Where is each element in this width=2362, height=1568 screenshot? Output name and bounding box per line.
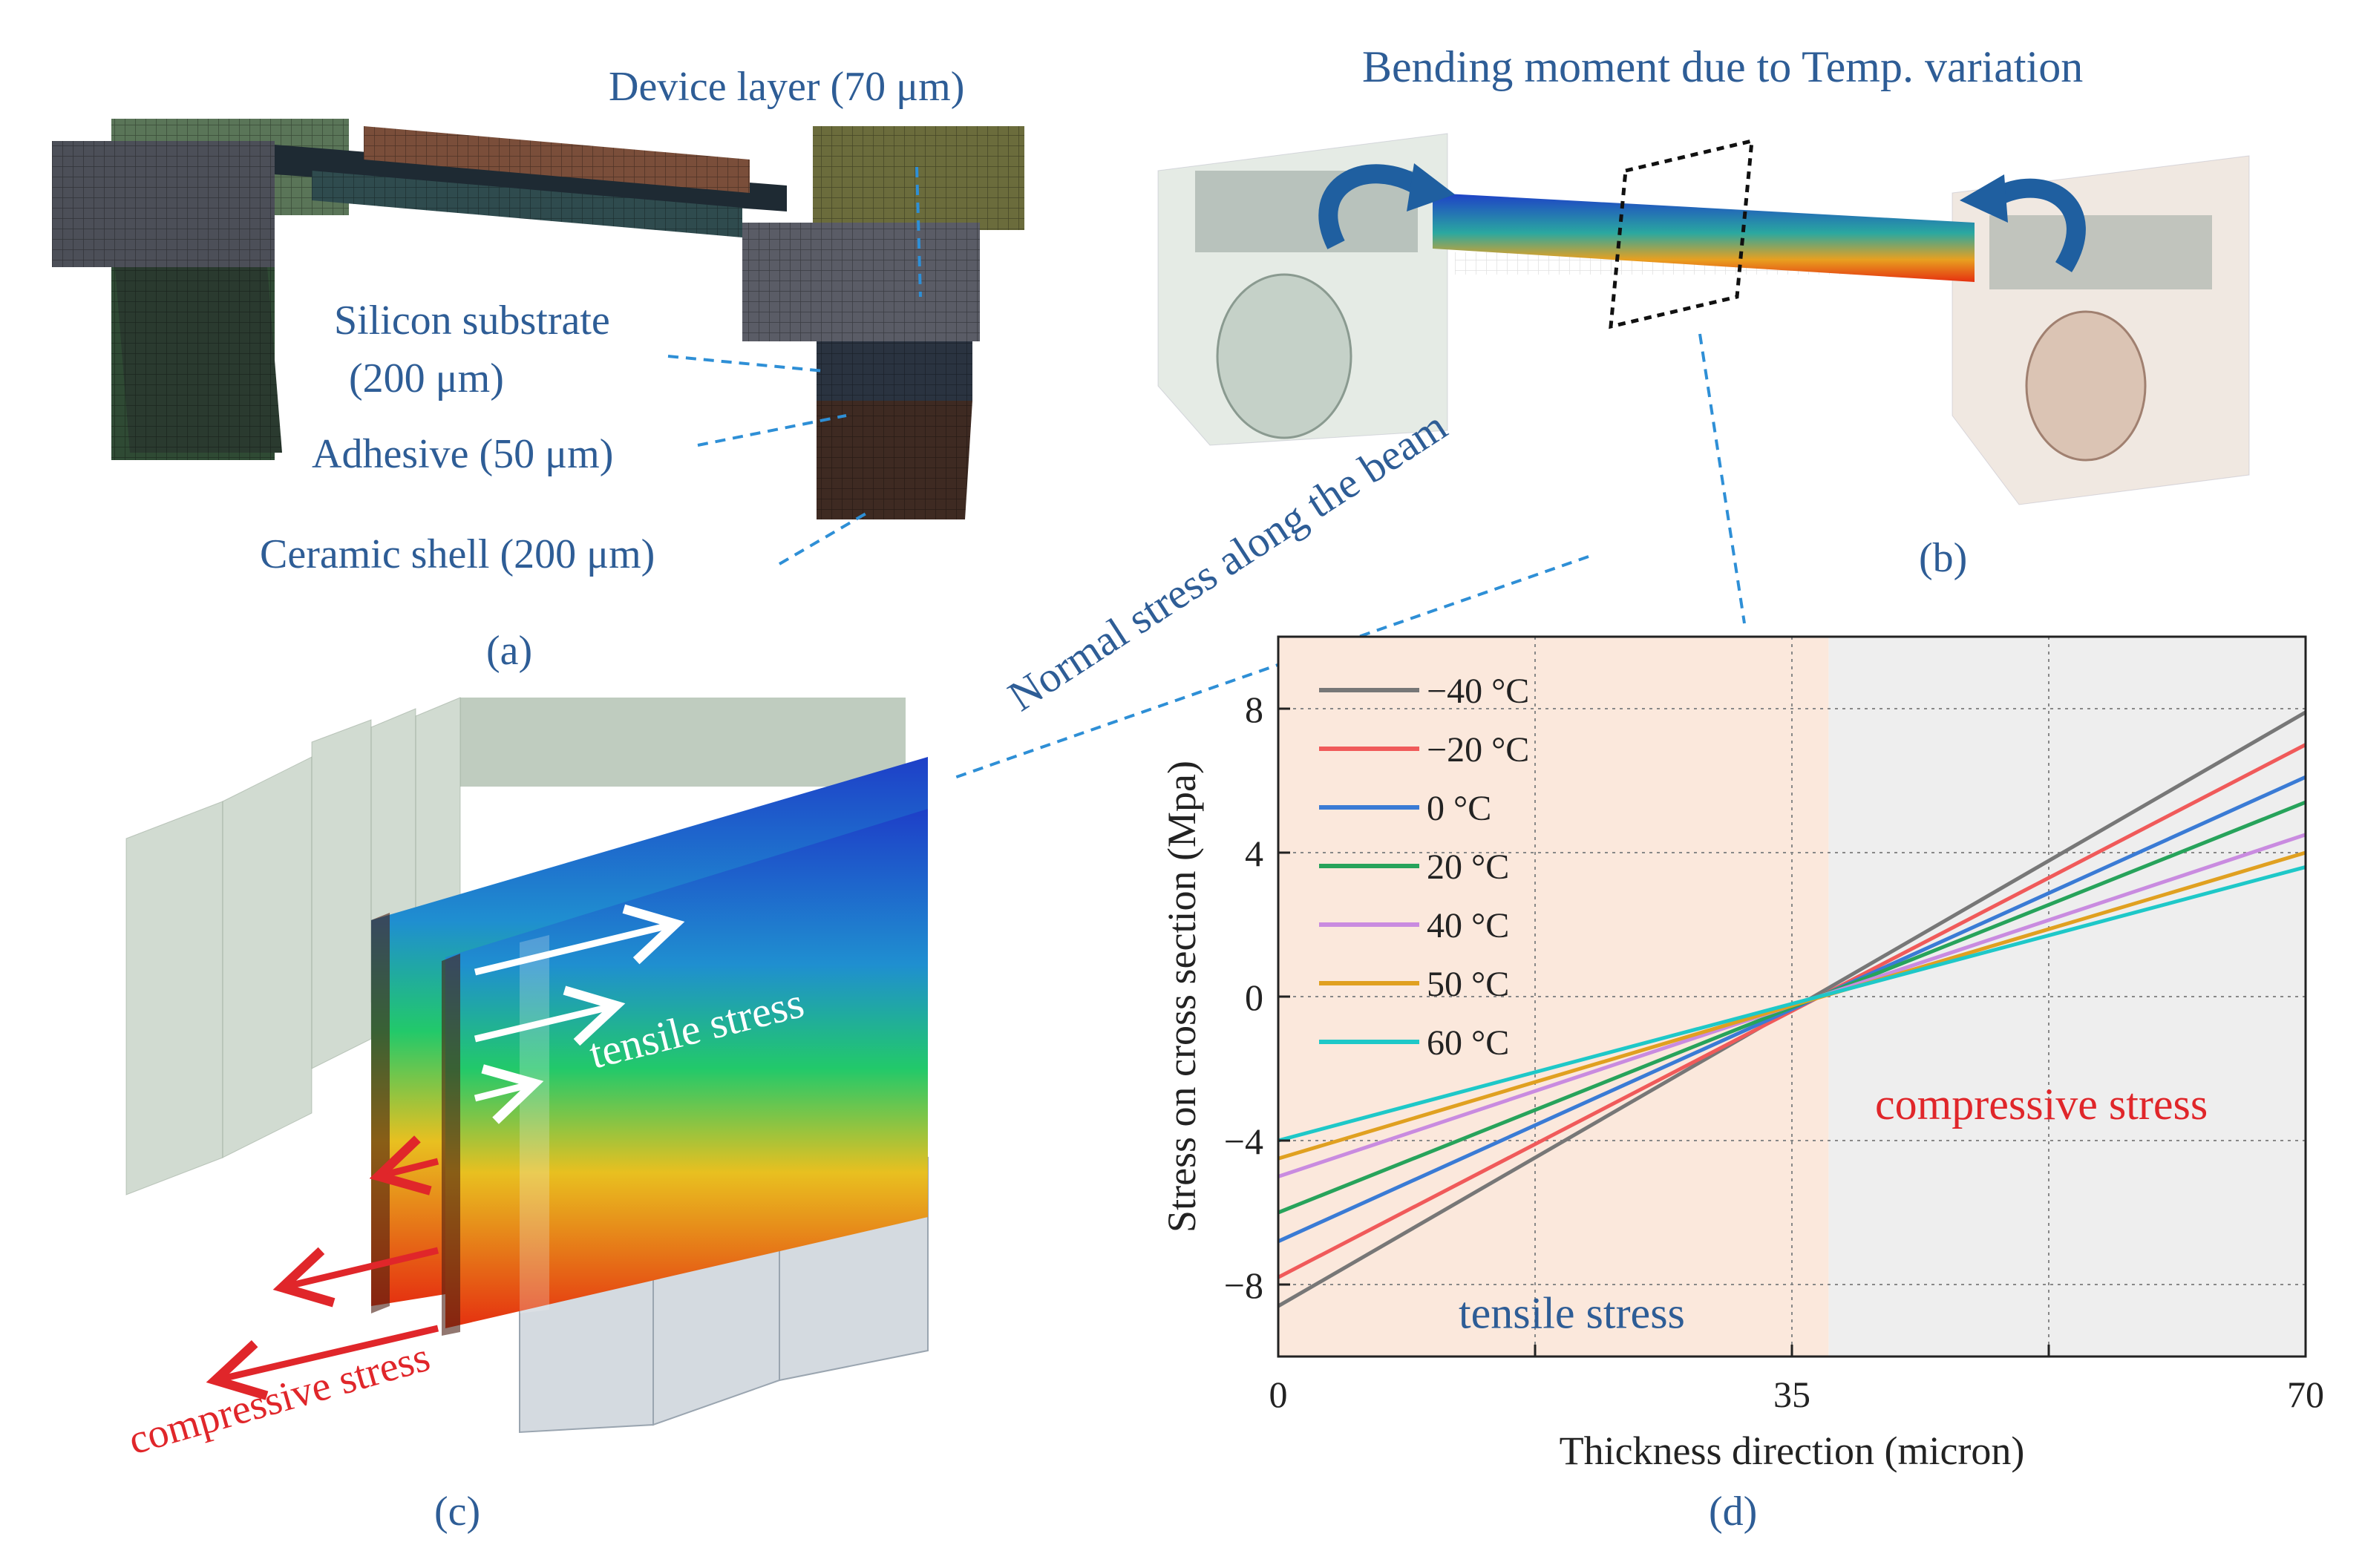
chart-series xyxy=(1277,710,2307,1308)
normal-stress-leader xyxy=(949,555,1589,781)
chart-legend: −40 °C −20 °C 0 °C 20 °C 40 °C 50 °C 60 °C xyxy=(1319,672,1529,1063)
panel-b-caption: (b) xyxy=(1919,535,1967,581)
panel-b-to-d-leader xyxy=(1698,333,1746,624)
panel-d-caption: (d) xyxy=(1709,1489,1757,1535)
legend-label: 40 °C xyxy=(1427,906,1509,945)
y-tick-label: 0 xyxy=(1245,977,1263,1018)
stress-chart: −8 −4 0 4 8 0 35 70 −40 °C −20 °C 0 °C 20 °C 40 °C… xyxy=(1159,635,2324,1473)
y-tick-label: −4 xyxy=(1224,1121,1263,1162)
panel-a-illustration xyxy=(52,119,1024,519)
panel-a-caption: (a) xyxy=(486,628,532,674)
legend-label: 0 °C xyxy=(1427,789,1491,828)
x-tick-label: 0 xyxy=(1269,1374,1288,1415)
series-line xyxy=(1277,865,2306,1143)
legend-label: 60 °C xyxy=(1427,1023,1509,1063)
chart-ticks: −8 −4 0 4 8 0 35 70 xyxy=(1224,689,2324,1415)
panel-a-leader-lines xyxy=(667,166,922,565)
panel-b-title: Bending moment due to Temp. variation xyxy=(1362,42,2083,91)
panel-b-illustration xyxy=(1157,133,2250,505)
silicon-substrate-thickness-label: (200 μm) xyxy=(349,355,504,401)
device-layer-label: Device layer (70 μm) xyxy=(609,64,964,110)
compressive-region-label: compressive stress xyxy=(1875,1080,2208,1129)
x-tick-label: 35 xyxy=(1773,1374,1810,1415)
silicon-substrate-label: Silicon substrate xyxy=(334,298,610,344)
x-axis-label: Thickness direction (micron) xyxy=(1560,1428,2025,1473)
legend-label: −40 °C xyxy=(1427,672,1529,711)
y-tick-label: 4 xyxy=(1245,833,1263,874)
x-tick-label: 70 xyxy=(2287,1374,2324,1415)
panel-c-illustration xyxy=(125,697,929,1440)
legend-label: 50 °C xyxy=(1427,965,1509,1004)
y-tick-label: −8 xyxy=(1224,1264,1263,1306)
panel-c-caption: (c) xyxy=(434,1489,480,1535)
legend-label: −20 °C xyxy=(1427,730,1529,770)
ceramic-shell-label: Ceramic shell (200 μm) xyxy=(260,531,655,577)
tensile-region-label: tensile stress xyxy=(1459,1289,1685,1338)
adhesive-label: Adhesive (50 μm) xyxy=(312,431,613,477)
y-axis-label: Stress on cross section (Mpa) xyxy=(1159,761,1204,1233)
y-tick-label: 8 xyxy=(1245,689,1263,730)
legend-label: 20 °C xyxy=(1427,847,1509,887)
